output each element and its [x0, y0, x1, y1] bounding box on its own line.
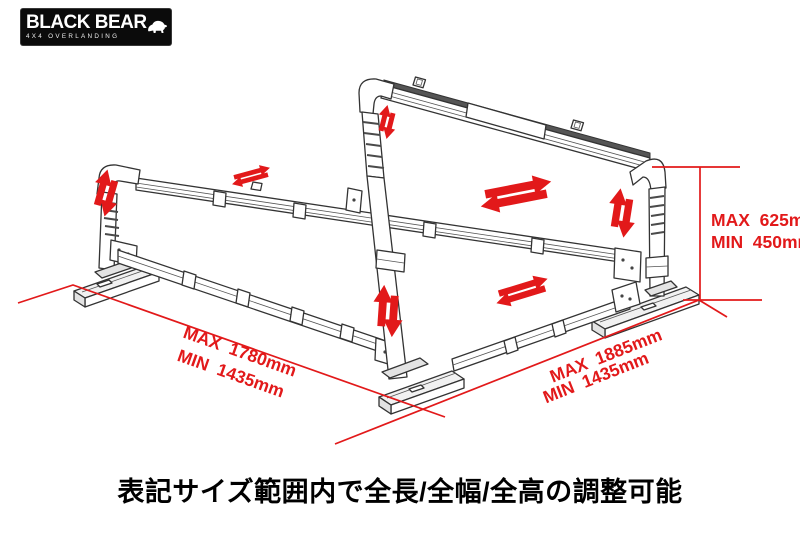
rack-illustration	[73, 76, 700, 415]
right-bottom-rail	[451, 281, 641, 372]
bear-silhouette-icon	[147, 20, 167, 33]
dimension-lines	[17, 166, 762, 445]
length-adjust-arrow-icon	[491, 271, 553, 311]
length-dimension-line-left	[17, 284, 446, 418]
brand-name: BLACK BEAR	[26, 12, 147, 34]
height-min-label: MIN 450mm	[711, 232, 800, 252]
height-max-label: MAX 625mm	[711, 210, 800, 230]
length-adjust-arrow-icon	[476, 172, 556, 216]
left-foot	[73, 260, 160, 308]
length-adjust-arrow-icon	[229, 162, 273, 190]
brand-subtitle: 4X4 OVERLANDING	[26, 33, 120, 41]
top-crossbar	[380, 76, 651, 172]
height-adjust-arrow-icon	[604, 186, 640, 240]
brand-logo: BLACK BEAR 4X4 OVERLANDING	[20, 8, 172, 46]
caption-text: 表記サイズ範囲内で全長/全幅/全高の調整可能	[117, 477, 683, 507]
front-foot	[378, 357, 465, 415]
